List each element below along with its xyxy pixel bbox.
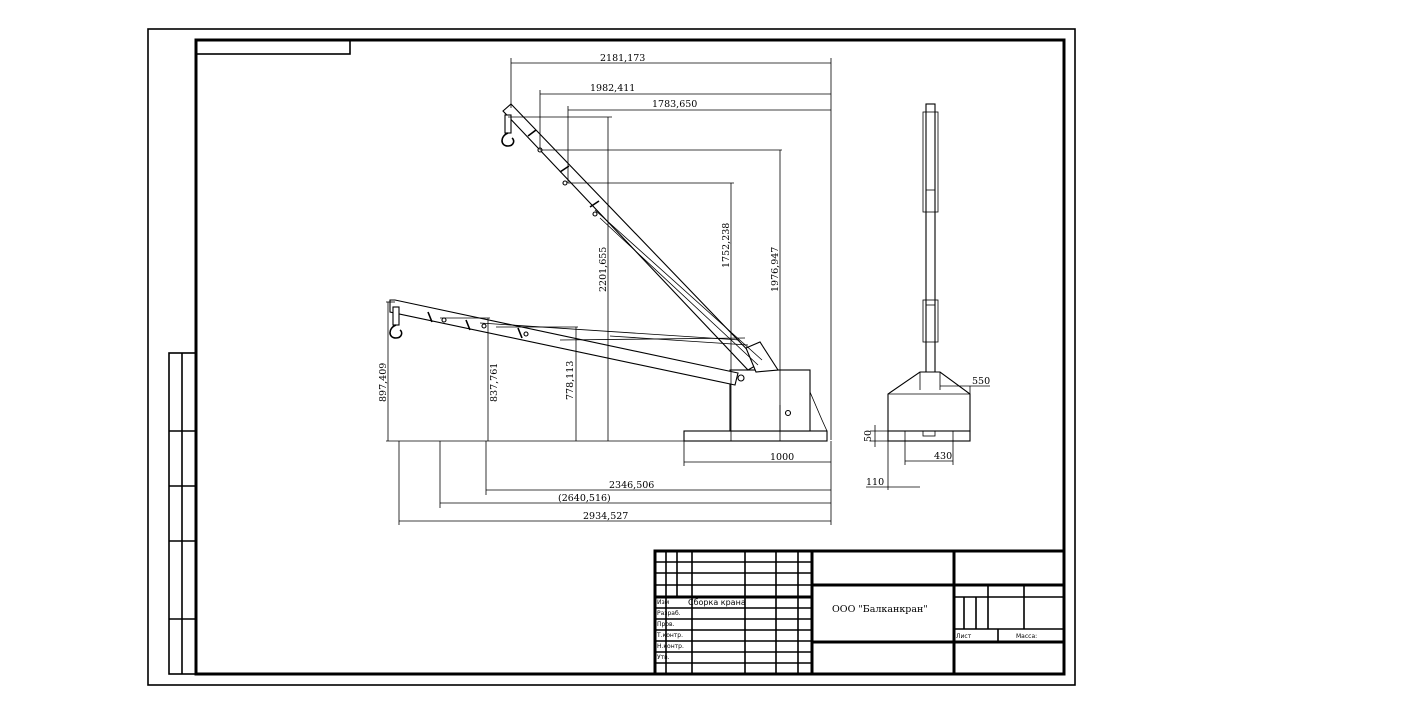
column-body bbox=[729, 369, 811, 432]
base-plate bbox=[683, 430, 828, 442]
dim-height-5: 837,761 bbox=[489, 363, 500, 402]
title-block: Изм Разраб. Пров. Т.контр. Н.контр. Утв.… bbox=[653, 549, 1066, 676]
dim-bottom-2: (2640,516) bbox=[558, 493, 611, 504]
left-margin-stamp bbox=[168, 352, 197, 675]
organization-name: ООО "Балканкран" bbox=[832, 604, 928, 615]
vertical-dimensions: 2201,655 1752,238 1976,947 897,409 837,7… bbox=[378, 116, 782, 442]
dim-top-2: 1982,411 bbox=[590, 83, 635, 94]
dim-height-4: 897,409 bbox=[378, 363, 389, 402]
bottom-dimensions: 1000 2346,506 (2640,516) 2934,527 bbox=[398, 441, 832, 525]
dim-base-width: 1000 bbox=[770, 452, 794, 463]
dim-height-2: 1752,238 bbox=[721, 223, 732, 268]
sheet-label: Лист bbox=[956, 633, 972, 640]
dim-front-width-base: 430 bbox=[934, 451, 952, 462]
hook-lowered-icon bbox=[389, 306, 403, 339]
raised-boom bbox=[501, 103, 779, 373]
tb-row-prov: Пров. bbox=[657, 621, 675, 628]
dim-top-3: 1783,650 bbox=[652, 99, 697, 110]
top-stamp-box bbox=[195, 39, 351, 55]
front-view-dimensions: 550 50 430 110 bbox=[863, 376, 990, 490]
dim-front-width-top: 550 bbox=[972, 376, 990, 387]
dim-height-3: 1976,947 bbox=[770, 247, 781, 292]
hook-raised-icon bbox=[501, 114, 515, 147]
dim-bottom-1: 2346,506 bbox=[609, 480, 654, 491]
mass-label: Масса: bbox=[1016, 633, 1037, 640]
crane-front-view bbox=[887, 103, 971, 442]
outer-frame bbox=[147, 28, 1076, 686]
dim-bottom-3: 2934,527 bbox=[583, 511, 628, 522]
drawing-title: Сборка крана bbox=[688, 598, 746, 607]
dim-front-height-base: 50 bbox=[863, 430, 874, 442]
dim-height-6: 778,113 bbox=[565, 361, 576, 400]
top-dimensions: 2181,173 1982,411 1783,650 bbox=[510, 53, 832, 440]
tb-row-razrab: Разраб. bbox=[657, 610, 681, 617]
dim-front-offset: 110 bbox=[866, 477, 884, 488]
lowered-boom bbox=[389, 299, 749, 386]
dim-height-1: 2201,655 bbox=[598, 247, 609, 292]
crane-side-view bbox=[389, 103, 828, 442]
tb-row-utv: Утв. bbox=[657, 654, 670, 661]
tb-row-izm: Изм bbox=[657, 599, 669, 606]
tb-row-nkontr: Н.контр. bbox=[657, 643, 684, 650]
tb-row-tkontr: Т.контр. bbox=[656, 632, 683, 639]
dim-top-1: 2181,173 bbox=[600, 53, 645, 64]
